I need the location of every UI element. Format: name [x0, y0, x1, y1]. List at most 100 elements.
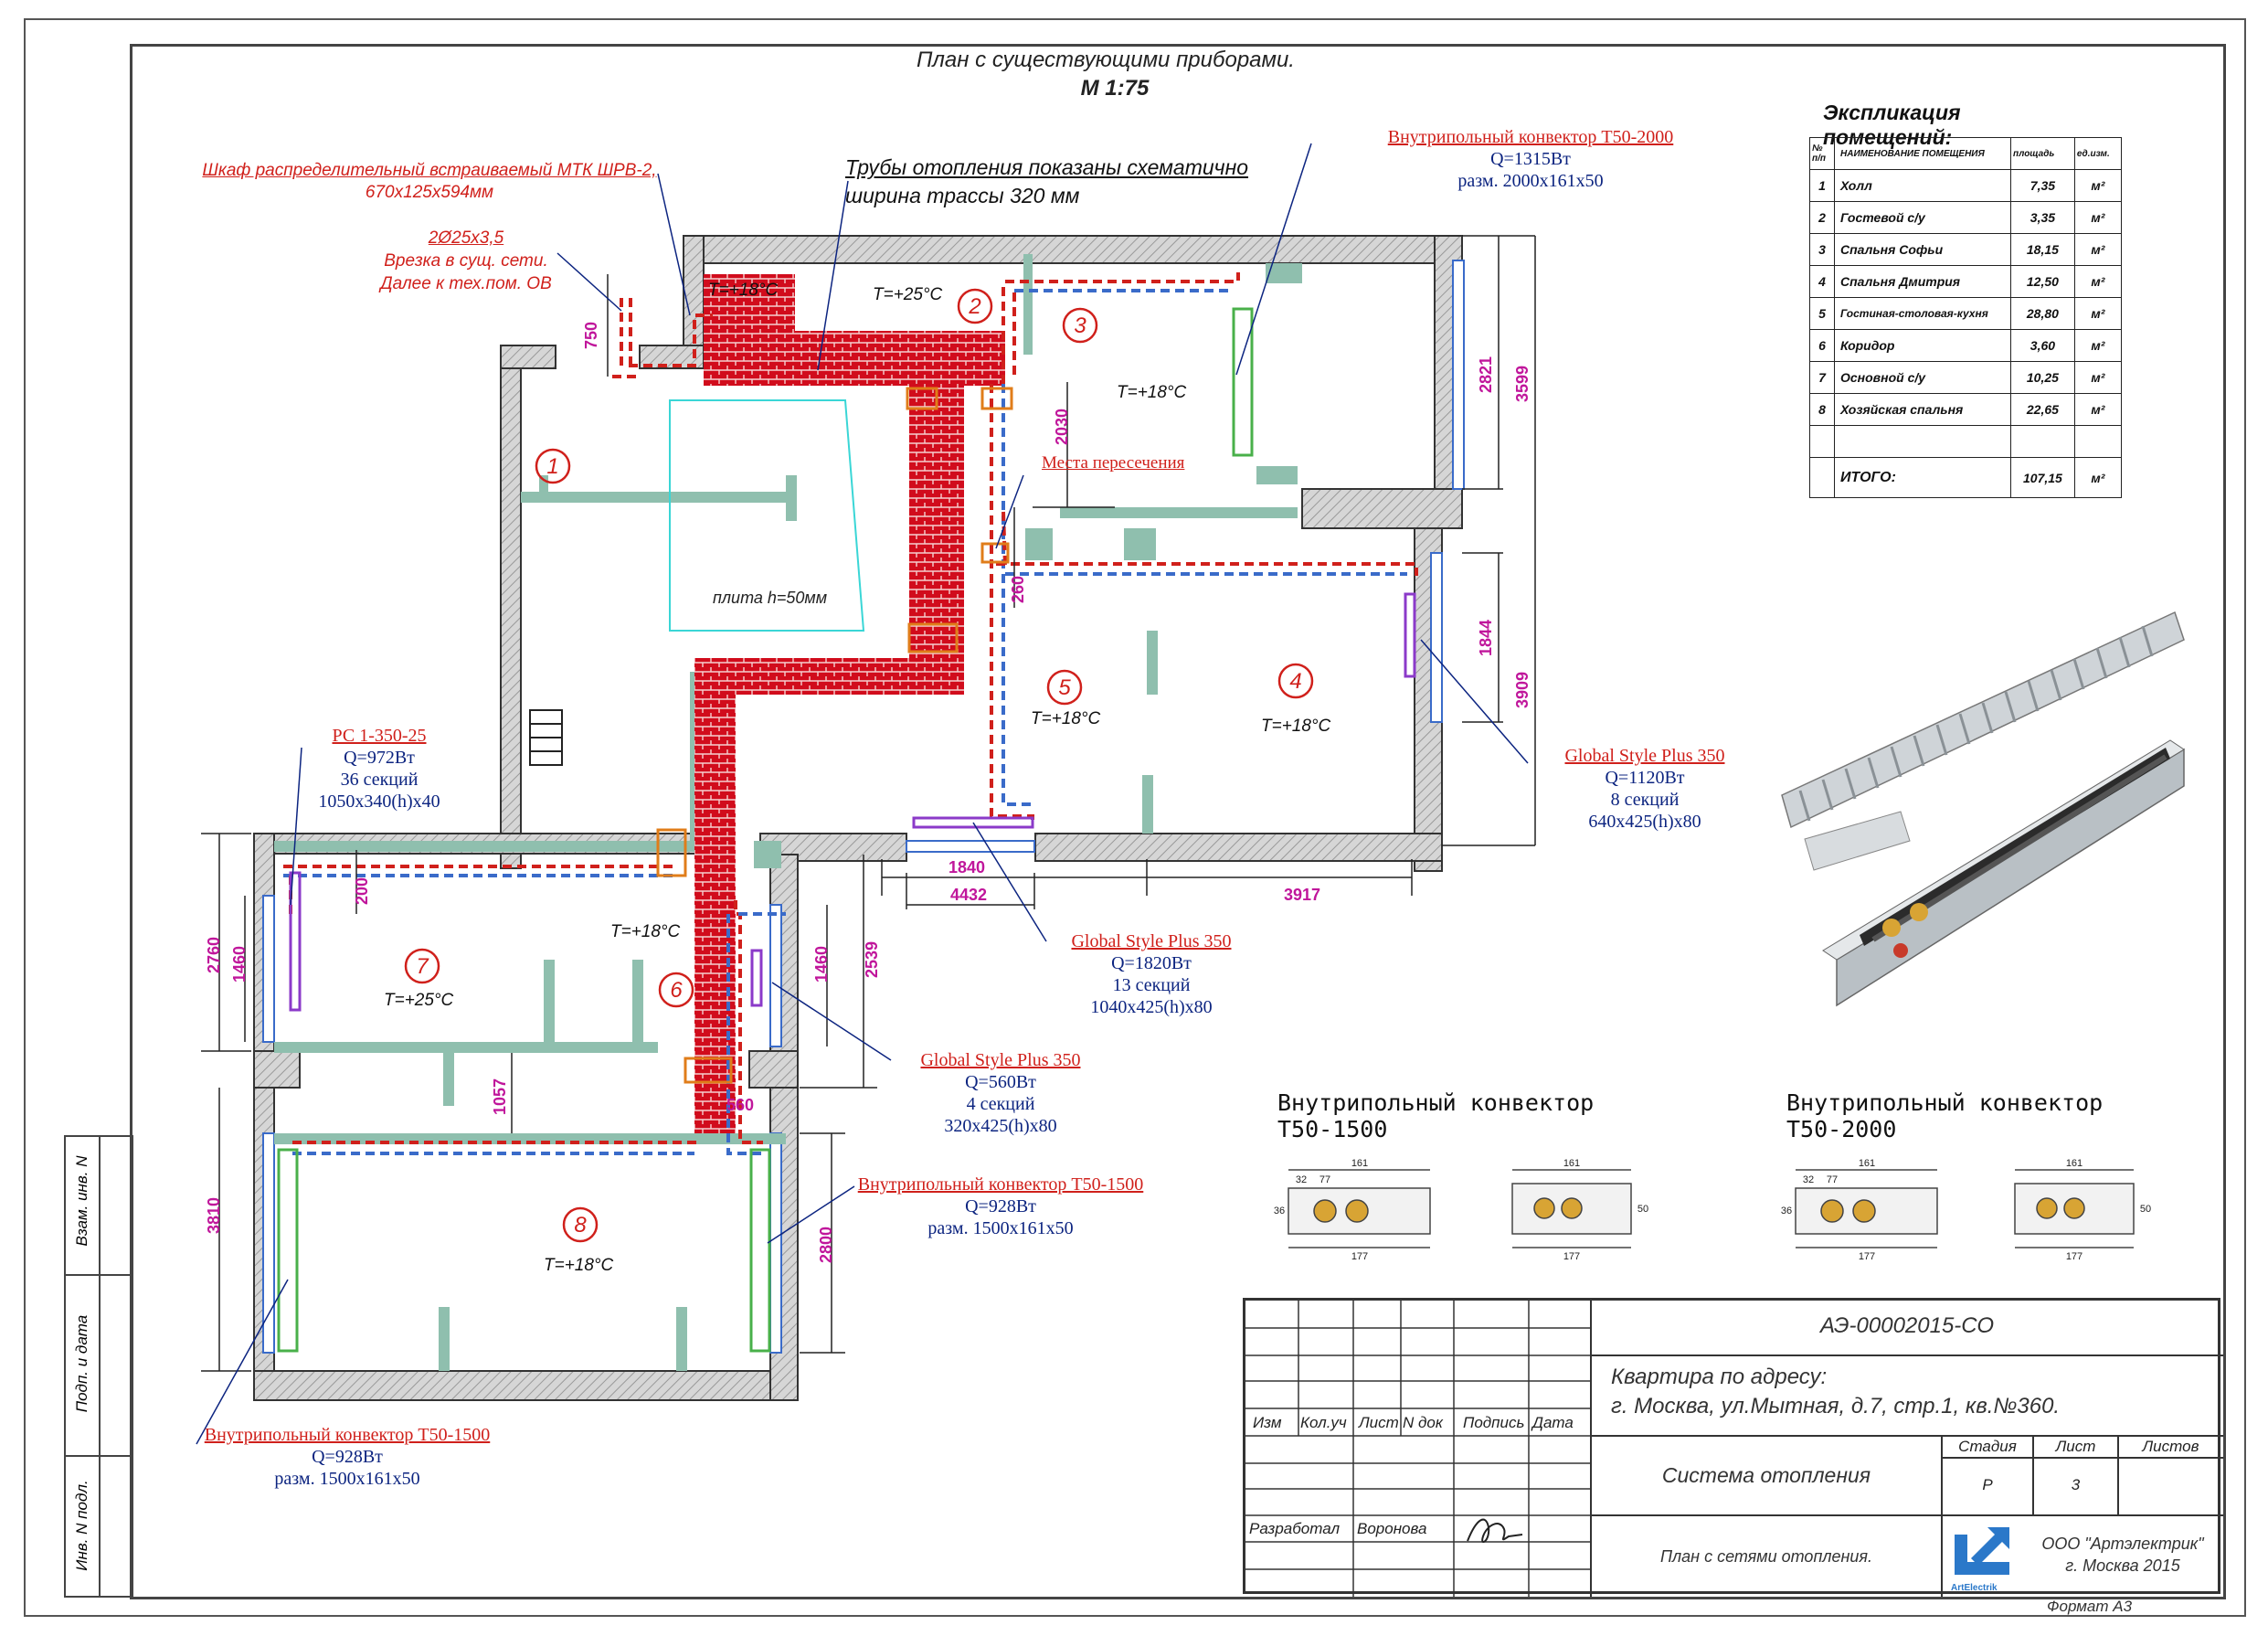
svg-text:177: 177: [1859, 1251, 1875, 1261]
rs-sections: 36 секций: [340, 770, 419, 790]
room-number-1: 1: [546, 454, 558, 479]
col-kolu: Кол.уч: [1300, 1414, 1347, 1431]
dim-4432: 4432: [950, 886, 987, 904]
gsp-small-sections: 4 секций: [966, 1094, 1035, 1114]
conv1500-right-name: Внутрипольный конвектор Т50-1500: [857, 1174, 1144, 1195]
cabinet-note-line1: Шкаф распределительный встраиваемый МТК …: [202, 161, 657, 180]
dim-2760: 2760: [205, 937, 223, 973]
gsp-small-q: Q=560Вт: [965, 1072, 1036, 1092]
explication-th: НАИМЕНОВАНИЕ ПОМЕЩЕНИЯ: [1834, 137, 2011, 170]
system-name: Система отопления: [1661, 1463, 1871, 1487]
total-label: ИТОГО:: [1834, 457, 2011, 498]
dim-3909: 3909: [1513, 672, 1531, 708]
vent-grid: [529, 709, 563, 766]
gsp-right-size: 640x425(h)x80: [1588, 812, 1701, 832]
dim-3599: 3599: [1513, 366, 1531, 402]
dim-3810: 3810: [205, 1197, 223, 1234]
conv2000-size: разм. 2000x161x50: [1457, 171, 1604, 191]
label-gsp-bottom: Global Style Plus 350 Q=1820Вт 13 секций…: [1033, 930, 1270, 1018]
developer-name: Воронова: [1357, 1520, 1427, 1537]
company-logo: ArtElectrik: [1951, 1524, 2015, 1593]
conv1500-right-q: Q=928Вт: [965, 1196, 1036, 1216]
grille-cut-piece: [1804, 811, 1911, 871]
cabinet-note-line2: 670x125x594мм: [365, 183, 494, 202]
svg-text:161: 161: [1563, 1158, 1580, 1169]
developed-label: Разработал: [1249, 1520, 1341, 1537]
crossings-note: Места пересечения: [1042, 453, 1185, 473]
side-stamp: Взам. инв. N Подп. и дата Инв. N подл.: [64, 1135, 133, 1598]
dimension-values: 750 2030 2821 3599 260 1844 3909 200 276…: [205, 322, 1531, 1263]
dim-1840: 1840: [949, 858, 985, 876]
logo-mark-icon: [1955, 1527, 2009, 1575]
pipe-spec: 2Ø25x3,5: [428, 228, 504, 248]
dim-750: 750: [582, 322, 600, 349]
dim-3917: 3917: [1284, 886, 1320, 904]
dim-2821: 2821: [1477, 356, 1495, 393]
room-number-7: 7: [416, 954, 429, 979]
gsp-right-sections: 8 секций: [1610, 790, 1680, 810]
company-line1: ООО "Артэлектрик": [2041, 1535, 2204, 1553]
tapin-line1: Врезка в сущ. сети.: [384, 251, 548, 271]
gsp-right-name: Global Style Plus 350: [1564, 746, 1725, 766]
tapin-line2: Далее к тех.пом. ОВ: [380, 274, 552, 293]
svg-text:36: 36: [1781, 1206, 1792, 1216]
partitions: [274, 254, 1302, 1371]
caption-t50-2000: Внутрипольный конвектор Т50-2000: [1786, 1089, 2104, 1142]
grille-image: [1781, 611, 2185, 829]
conv2000-name: Внутрипольный конвектор Т50-2000: [1387, 127, 1674, 147]
company-line2: г. Москва 2015: [2065, 1556, 2180, 1575]
exterior-walls: [253, 235, 1463, 1401]
total-unit: м²: [2073, 457, 2123, 498]
doc-code: АЭ-00002015-СО: [1819, 1313, 1995, 1338]
col-podpis: Подпись: [1463, 1414, 1525, 1431]
svg-text:50: 50: [2140, 1204, 2151, 1215]
cabinet-note: Шкаф распределительный встраиваемый МТК …: [174, 160, 685, 204]
dimension-lines: [201, 235, 1536, 1372]
room-markers: [404, 288, 1314, 1243]
room-number-8: 8: [574, 1213, 587, 1238]
address-line2: г. Москва, ул.Мытная, д.7, стр.1, кв.№36…: [1611, 1394, 2061, 1418]
temp-hall-cl: T=+18°C: [708, 281, 779, 300]
gsp-bottom-sections: 13 секций: [1112, 975, 1191, 995]
dim-1460-right: 1460: [812, 946, 831, 983]
drawing-1500-side: [1288, 1169, 1431, 1248]
rs-name: РС 1-350-25: [332, 726, 427, 746]
dim-2800: 2800: [817, 1227, 835, 1263]
svg-text:161: 161: [1351, 1158, 1368, 1169]
col-data: Дата: [1532, 1414, 1574, 1431]
temp-master: T=+18°C: [544, 1256, 614, 1275]
svg-text:161: 161: [2066, 1158, 2083, 1169]
sheet-title: План с сетями отопления.: [1659, 1547, 1873, 1566]
svg-text:161: 161: [1859, 1158, 1875, 1169]
dim-1844: 1844: [1477, 620, 1495, 656]
table-row: [1809, 425, 2123, 458]
sheet-outer-frame: [24, 18, 2246, 1617]
temp-dmitry: T=+18°C: [1261, 717, 1331, 736]
gsp-small-name: Global Style Plus 350: [920, 1050, 1081, 1070]
temp-guest-wc: T=+25°C: [873, 285, 943, 304]
temp-main-wc: T=+25°C: [384, 991, 454, 1010]
convector-illustration: [1781, 611, 2185, 1007]
room-number-5: 5: [1058, 675, 1071, 700]
conv1500-left-q: Q=928Вт: [312, 1447, 383, 1467]
drawing-frame: [130, 44, 2226, 1599]
slab-outline: [669, 399, 865, 632]
room-number-6: 6: [670, 978, 683, 1003]
label-rs: РС 1-350-25 Q=972Вт 36 секций 1050x340(h…: [274, 725, 484, 813]
gsp-small-size: 320x425(h)x80: [944, 1116, 1057, 1136]
title-block: АЭ-00002015-СО Квартира по адресу: г. Мо…: [1243, 1298, 2223, 1597]
col-list: Лист: [1359, 1414, 1399, 1431]
logo-text: ArtElectrik: [1951, 1583, 1998, 1593]
convector-drawings: 161 177 77 32 161 177 50 36 161 177 77 3…: [1274, 1158, 2151, 1261]
dim-260: 260: [1009, 576, 1027, 603]
dim-1460-left: 1460: [230, 946, 249, 983]
svg-text:50: 50: [1637, 1204, 1648, 1215]
